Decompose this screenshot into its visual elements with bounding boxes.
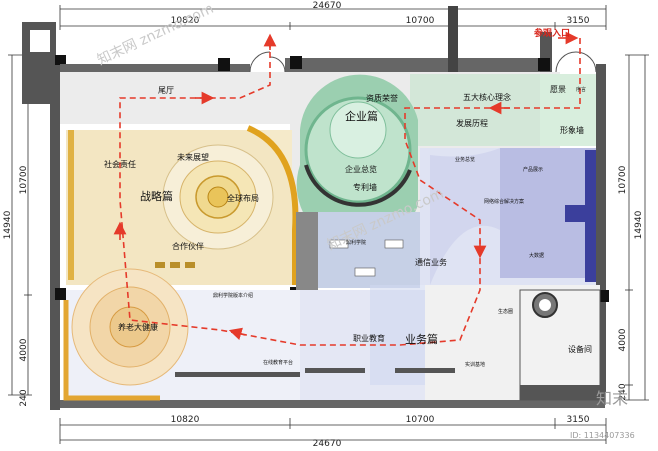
label-online-platform: 在线教育平台 (263, 359, 293, 366)
elderly-care-circle (63, 268, 189, 401)
watermark-id: ID: 1134407336 (570, 431, 635, 440)
label-core-values: 五大核心理念 (463, 92, 511, 102)
dim-right-total: 14940 (634, 210, 644, 239)
label-elderly-care: 养老大健康 (118, 322, 158, 332)
dim-bottom-total: 24670 (313, 439, 342, 447)
dim-top-mid: 10700 (406, 16, 435, 26)
strategy-left-wall-panel (68, 130, 74, 280)
watermark-top: 知末网 znzmo.com (95, 0, 217, 69)
label-patent-wall: 专利墙 (353, 182, 377, 192)
strategy-center-model (162, 144, 274, 250)
label-enterprise-chapter: 企业篇 (345, 109, 378, 123)
zone-entrance-band (540, 74, 596, 146)
label-training-base: 实训基地 (465, 361, 485, 368)
strategy-curved-wall (246, 125, 299, 285)
top-dimension-lines (59, 5, 607, 30)
label-tail-hall: 尾厅 (158, 86, 174, 95)
equipment-room (519, 289, 601, 401)
label-vision: 愿景 (550, 85, 566, 94)
label-history: 发展历程 (456, 118, 488, 128)
label-equipment-room: 设备间 (568, 344, 592, 354)
wall-top-right (285, 58, 545, 74)
column-top-mid-left (218, 58, 230, 71)
label-preface: 序言 (576, 86, 586, 93)
wall-left (50, 62, 60, 410)
label-communication: 通信业务 (415, 257, 447, 267)
watermark-brand: 知末 (596, 389, 628, 408)
dim-top-total: 24670 (313, 1, 342, 11)
academy-desks (329, 239, 404, 277)
door-tail-hall (249, 51, 286, 73)
dim-left-total: 14940 (3, 210, 13, 239)
partner-showcases (155, 262, 195, 268)
label-academy-intro: 鼎利学院版本介绍 (213, 292, 253, 299)
dim-bottom-left: 10820 (171, 415, 200, 425)
product-display-unit (565, 205, 588, 222)
dim-left-upper: 10700 (19, 165, 29, 194)
bottom-dimension-lines (59, 418, 607, 444)
dim-top-left: 10820 (171, 16, 200, 26)
wall-top-pillar (448, 6, 458, 76)
label-vocational-education: 职业教育 (353, 333, 385, 343)
label-global-layout: 全球布局 (227, 193, 259, 203)
column-left-mid (55, 288, 66, 300)
label-strategy-chapter: 战略篇 (140, 189, 173, 203)
label-ecosystem: 生态圈 (498, 308, 513, 315)
label-enterprise-overview: 企业总览 (345, 164, 377, 174)
column-top-mid (290, 56, 302, 69)
label-business-overview: 业务总览 (455, 156, 475, 163)
dim-bottom-right: 3150 (567, 415, 590, 425)
dim-right-lower: 4000 (618, 328, 628, 351)
label-future-vision: 未来展望 (177, 152, 209, 162)
zone-network-solutions (430, 148, 500, 285)
right-dimension-lines (625, 54, 649, 401)
label-business-chapter: 业务篇 (405, 332, 438, 346)
label-network-solutions: 网络综合解决方案 (484, 198, 524, 205)
online-platform-displays (175, 368, 455, 377)
column-top-right (538, 58, 550, 71)
enterprise-circle (296, 74, 418, 248)
label-honors: 资质荣誉 (366, 93, 398, 103)
door-entrance (555, 51, 597, 73)
wall-bottom (60, 400, 605, 408)
dim-bottom-mid: 10700 (406, 415, 435, 425)
wall-academy-left (296, 212, 318, 292)
wall-right (596, 64, 606, 404)
wall-top-left (60, 64, 250, 72)
label-entrance: 参观入口 (534, 27, 570, 39)
dim-top-right: 3150 (567, 16, 590, 26)
column-top-left (55, 55, 66, 65)
dim-left-bottom: 240 (19, 389, 29, 406)
dim-right-bottom: 240 (618, 383, 628, 400)
zone-core-values (410, 74, 550, 146)
business-screen-wall (585, 150, 596, 282)
dim-left-lower: 4000 (19, 338, 29, 361)
label-partners: 合作伙伴 (172, 241, 204, 251)
label-social-responsibility: 社会责任 (104, 159, 136, 169)
label-product-display: 产品展示 (523, 166, 543, 173)
label-big-data: 大数据 (529, 252, 544, 259)
route-arrows (113, 31, 579, 340)
label-academy: 鼎利学院 (346, 239, 366, 246)
dim-right-upper: 10700 (618, 165, 628, 194)
label-image-wall: 形象墙 (560, 125, 584, 135)
visitor-route (119, 38, 581, 346)
